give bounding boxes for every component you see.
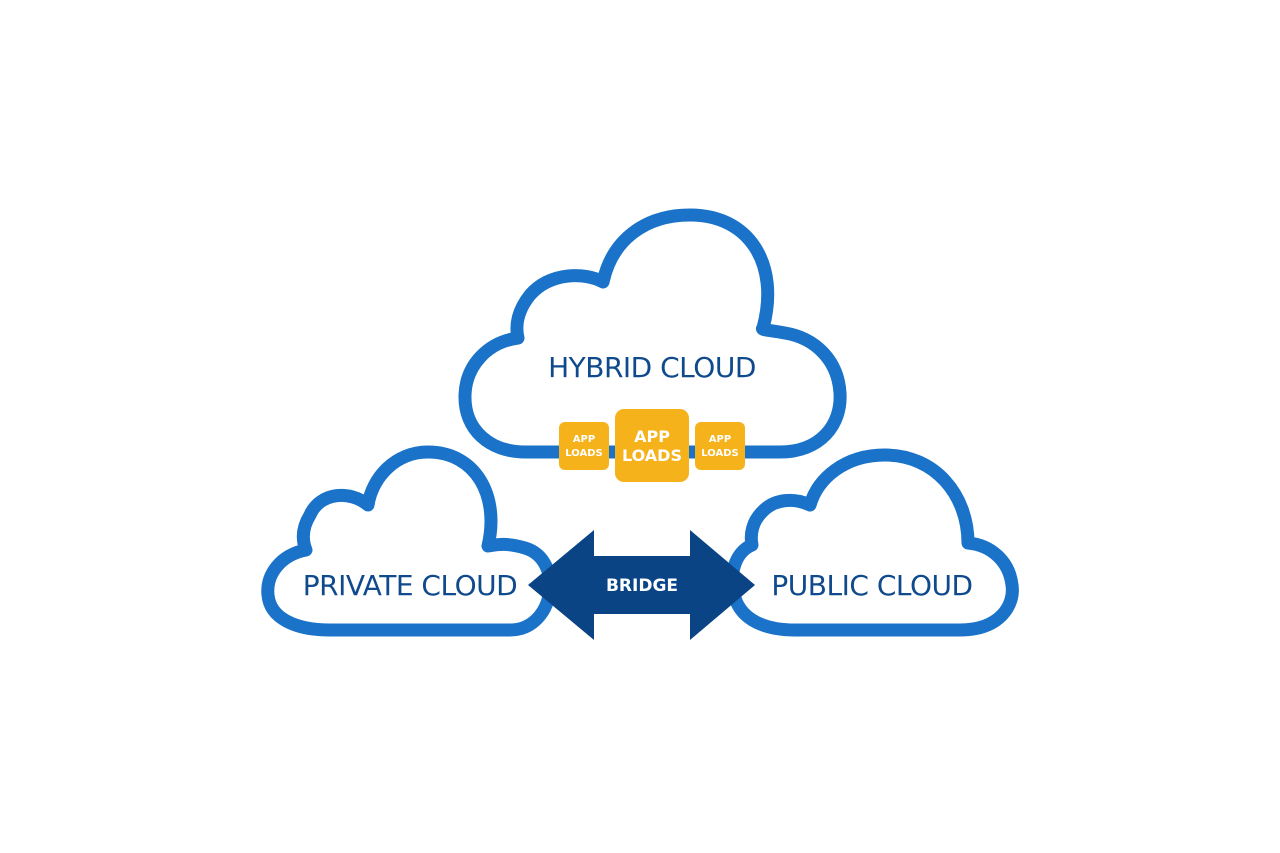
app-loads-box-left-bg [559,422,609,470]
app-loads-box-right-bg [695,422,745,470]
app-loads-right-line1: APP [709,434,731,445]
hybrid-cloud: HYBRID CLOUD [458,208,847,459]
private-cloud-outline [261,445,557,637]
app-loads-group: APP LOADS APP LOADS APP LOADS [559,409,745,482]
public-cloud-label: PUBLIC CLOUD [771,569,972,602]
hybrid-cloud-label: HYBRID CLOUD [548,351,756,384]
app-loads-center-line1: APP [634,427,670,446]
private-cloud: PRIVATE CLOUD [261,445,557,637]
public-cloud-outline [725,448,1019,637]
bridge-label: BRIDGE [606,576,678,596]
bridge-double-arrow [528,530,755,640]
app-loads-center-line2: LOADS [622,446,682,465]
app-loads-left-line2: LOADS [565,448,603,459]
app-loads-box-center: APP LOADS [615,409,689,482]
public-cloud: PUBLIC CLOUD [725,448,1019,637]
app-loads-box-center-bg [615,409,689,482]
hybrid-cloud-outline [458,208,847,459]
private-cloud-label: PRIVATE CLOUD [303,569,517,602]
app-loads-right-line2: LOADS [701,448,739,459]
bridge: BRIDGE [528,530,755,640]
app-loads-box-right: APP LOADS [695,422,745,470]
app-loads-left-line1: APP [573,434,595,445]
app-loads-box-left: APP LOADS [559,422,609,470]
